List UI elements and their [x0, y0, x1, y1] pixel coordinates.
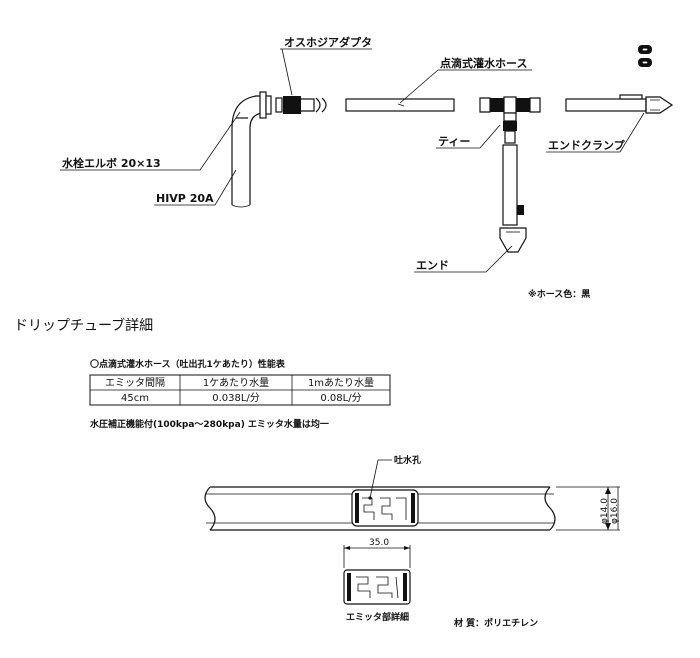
drip-hose-main	[345, 98, 455, 112]
detail-title: ドリップチューブ詳細	[14, 317, 153, 334]
dim-outer-diameter: φ16.0	[610, 498, 620, 524]
emitter-hole-label: 吐水孔	[394, 454, 421, 466]
dim-inner-diameter: φ14.0	[600, 498, 610, 524]
spec-cell-0-1: 0.038L/分	[212, 392, 260, 404]
spec-header-2: 1mあたり水量	[308, 377, 374, 389]
spec-header-0: エミッタ間隔	[105, 377, 165, 389]
male-adapter-part	[275, 96, 327, 114]
drip-hose-down	[502, 144, 524, 226]
spec-table: エミッタ間隔 1ケあたり水量 1mあたり水量 45cm 0.038L/分 0.0…	[89, 374, 391, 406]
dim-emitter-length: 35.0	[369, 538, 389, 548]
material-label: 材 質：ポリエチレン	[453, 617, 538, 629]
label-end: エンド	[416, 259, 449, 272]
label-drip-hose: 点滴式灌水ホース	[440, 56, 527, 70]
end-clamp-part	[638, 45, 674, 114]
spec-title: 〇点滴式灌水ホース（吐出孔1ケあたり）性能表	[90, 358, 286, 370]
label-male-adapter: オスホジアダプタ	[284, 35, 372, 49]
leader-lines	[60, 48, 645, 273]
faucet-elbow-part	[231, 91, 272, 208]
tube-detail	[204, 459, 620, 531]
emitter-detail	[343, 545, 411, 605]
label-hivp: HIVP 20A	[156, 192, 214, 205]
spec-cell-0-0: 45cm	[121, 393, 149, 404]
emitter-detail-label: エミッタ部詳細	[346, 611, 409, 623]
pressure-note: 水圧補正機能付(100kpa～280kpa) エミッタ水量は均一	[90, 418, 329, 430]
tee-part	[479, 96, 541, 144]
label-faucet-elbow: 水栓エルボ 20×13	[62, 156, 161, 170]
drip-hose-right	[565, 94, 647, 112]
label-end-clamp: エンドクランプ	[548, 138, 626, 152]
label-hose-color: ※ホース色：黒	[528, 288, 590, 300]
end-part	[499, 227, 527, 253]
spec-cell-0-2: 0.08L/分	[320, 392, 361, 404]
spec-header-1: 1ケあたり水量	[203, 377, 269, 389]
label-tee: ティー	[438, 135, 470, 148]
